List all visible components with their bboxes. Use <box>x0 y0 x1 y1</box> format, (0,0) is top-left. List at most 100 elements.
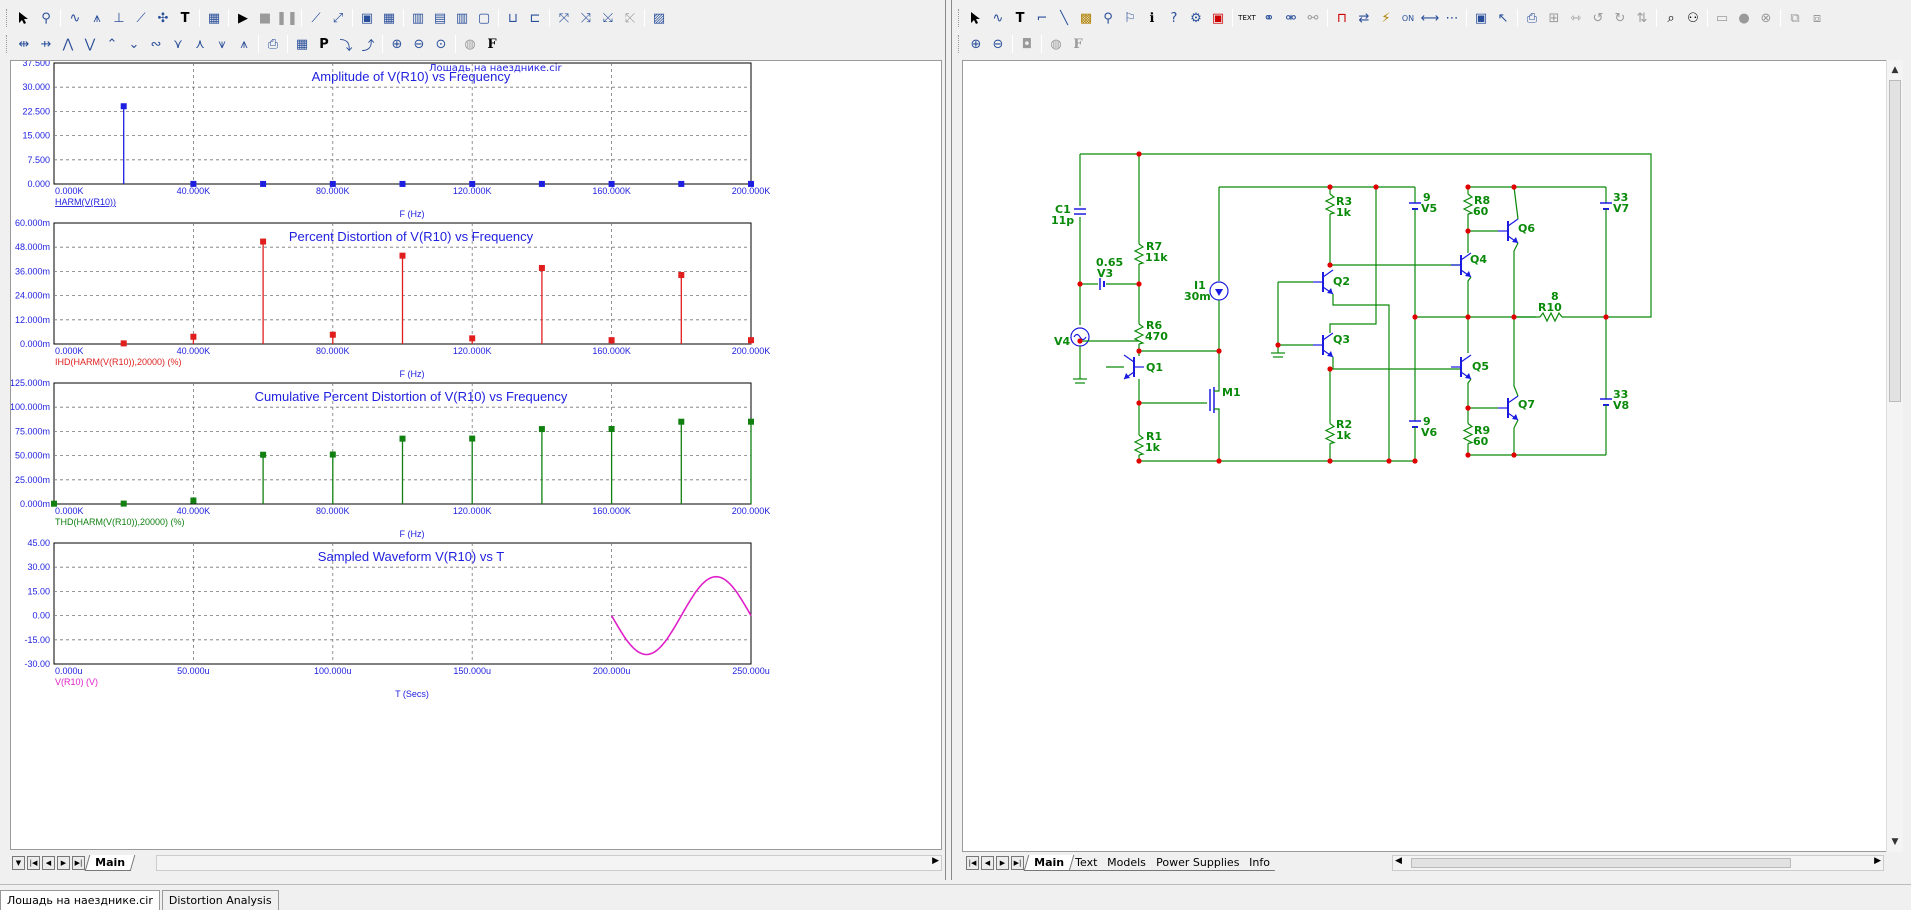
print-icon[interactable]: ⎙ <box>1526 10 1538 26</box>
scroll-left-icon[interactable]: ◀ <box>1395 856 1402 866</box>
flag-icon[interactable]: ⚐ <box>1124 10 1136 26</box>
prev-page-icon[interactable]: ◀ <box>981 856 994 870</box>
cascade-icon[interactable]: ▢ <box>477 10 491 26</box>
models-icon[interactable]: ⚙ <box>1190 10 1202 26</box>
warning-icon[interactable]: ● <box>1738 10 1750 26</box>
print-icon[interactable]: ⎙ <box>267 36 279 52</box>
line-curve-icon[interactable]: ∿ <box>69 10 81 26</box>
swap-icon[interactable]: ⇄ <box>1358 10 1370 26</box>
bottom-icon[interactable]: ⩚ <box>240 36 248 52</box>
grid-icon[interactable]: ▦ <box>382 10 396 26</box>
axis-icon[interactable]: ⊔ <box>507 10 519 26</box>
help-icon[interactable]: ? <box>1170 10 1178 26</box>
slope-icon[interactable]: ⟋ <box>136 10 146 26</box>
component-icon[interactable]: ⚲ <box>1103 10 1113 26</box>
table-icon[interactable]: ▦ <box>295 36 309 52</box>
camera-icon[interactable]: ◘ <box>1021 36 1033 52</box>
tile-horizontal-icon[interactable]: ▤ <box>433 10 447 26</box>
doc-tab-distortion-analysis[interactable]: Distortion Analysis <box>161 890 279 910</box>
grid-dots-icon[interactable]: ⋯ <box>1445 10 1459 26</box>
tab-main[interactable]: Main <box>84 855 136 871</box>
format-icon[interactable]: F <box>1073 36 1083 52</box>
tab-info[interactable]: Info <box>1240 855 1280 871</box>
cursor-3-icon[interactable]: ⤩ <box>602 10 614 26</box>
rescale-icon[interactable]: ⤢ <box>332 10 344 26</box>
diagonal-wire-icon[interactable]: ╲ <box>1060 10 1068 26</box>
low-icon[interactable]: ⌄ <box>128 36 140 52</box>
fourier-icon[interactable]: ⩚ <box>93 10 101 26</box>
step-2-icon[interactable]: ⧈ <box>1812 10 1822 26</box>
text-toggle-icon[interactable]: TEXT <box>1238 14 1256 22</box>
rotate-right-icon[interactable]: ↻ <box>1614 10 1626 26</box>
high-icon[interactable]: ⌃ <box>106 36 118 52</box>
cursor-icon[interactable]: ⤧ <box>558 10 570 26</box>
analysis-hscroll[interactable]: ▶ <box>156 855 942 871</box>
zoom-fit-icon[interactable]: ⊙ <box>435 36 447 52</box>
cursor-left-icon[interactable]: ⇹ <box>18 36 30 52</box>
horizontal-tag-icon[interactable]: ⤵ <box>339 38 353 54</box>
toolbar-grip[interactable] <box>6 35 9 53</box>
plot-window-icon[interactable]: ▣ <box>360 10 374 26</box>
wire-icon[interactable]: ∿ <box>992 10 1004 26</box>
tile-vertical-icon[interactable]: ▥ <box>455 10 469 26</box>
schematic-hscroll[interactable]: ◀ ▶ <box>1392 855 1884 871</box>
rotate-left-icon[interactable]: ↺ <box>1592 10 1604 26</box>
error-icon[interactable]: ⊗ <box>1760 10 1772 26</box>
run-icon[interactable]: ▶ <box>238 10 248 26</box>
zoom-out-icon[interactable]: ⊖ <box>992 36 1004 52</box>
global-high-icon[interactable]: ⋎ <box>173 36 183 52</box>
animate-icon[interactable]: ◍ <box>464 36 476 52</box>
node-number-icon[interactable]: ⚯ <box>1307 10 1319 26</box>
valley-icon[interactable]: ⋁ <box>84 36 96 52</box>
tab-power-supplies[interactable]: Power Supplies <box>1146 855 1249 871</box>
scroll-right-icon[interactable]: ▶ <box>932 856 939 866</box>
flip-icon[interactable]: ⇅ <box>1636 10 1648 26</box>
animate-icon[interactable]: ◍ <box>1050 36 1062 52</box>
select-mode-icon[interactable] <box>13 7 35 29</box>
binoculars-icon[interactable]: ⚇ <box>1687 10 1699 26</box>
inflection-icon[interactable]: ∾ <box>150 36 162 52</box>
scale-icon[interactable]: ⟋ <box>311 10 321 26</box>
doc-tab-circuit[interactable]: Лошадь на наезднике.cir <box>0 890 160 910</box>
pause-icon[interactable]: ❚❚ <box>276 10 298 26</box>
scroll-up-icon[interactable]: ▲ <box>1891 65 1899 75</box>
peak-icon[interactable]: ⊥ <box>113 10 125 26</box>
on-toggle-icon[interactable]: ON <box>1401 13 1415 23</box>
point-tag-icon[interactable]: P <box>319 36 329 52</box>
window-icon[interactable]: ▣ <box>1474 10 1488 26</box>
last-page-icon[interactable]: ▶| <box>1011 856 1024 870</box>
step-icon[interactable]: ⧉ <box>1790 10 1800 26</box>
cursor-4-icon[interactable]: ⤪ <box>624 10 636 26</box>
scroll-thumb[interactable] <box>1411 858 1791 868</box>
pin-connect-icon[interactable]: ⚮ <box>1285 10 1297 26</box>
prev-page-icon[interactable]: ◀ <box>42 856 55 870</box>
find-icon[interactable]: ⌕ <box>1667 10 1675 26</box>
probe-icon[interactable]: ⚡ <box>1381 10 1391 26</box>
peak-up-icon[interactable]: ⋀ <box>62 36 74 52</box>
align-icon[interactable]: ⊞ <box>1548 10 1560 26</box>
attribute-icon[interactable]: ⊓ <box>1336 10 1348 26</box>
zoom-in-icon[interactable]: ⊕ <box>970 36 982 52</box>
select-mode-icon[interactable] <box>965 7 987 29</box>
text-icon[interactable]: T <box>1015 10 1025 26</box>
format-icon[interactable]: F <box>487 36 497 52</box>
zoom-out-icon[interactable]: ⊖ <box>413 36 425 52</box>
toolbar-grip[interactable] <box>958 35 961 53</box>
cursor-right-icon[interactable]: ⇸ <box>40 36 52 52</box>
grid-toggle-icon[interactable]: ⚭ <box>1263 10 1275 26</box>
toolbar-grip[interactable] <box>6 9 9 27</box>
text-icon[interactable]: T <box>180 10 190 26</box>
zoom-in-icon[interactable]: ⊕ <box>391 36 403 52</box>
schematic-vscroll[interactable]: ▲ ▼ <box>1886 60 1903 852</box>
pointer-icon[interactable]: ↖ <box>1497 10 1509 26</box>
last-page-icon[interactable]: ▶| <box>72 856 85 870</box>
first-page-icon[interactable]: |◀ <box>27 856 40 870</box>
orthogonal-wire-icon[interactable]: ⌐ <box>1036 10 1048 26</box>
vertical-tag-icon[interactable]: ⤴ <box>361 38 375 54</box>
next-page-icon[interactable]: ▶ <box>996 856 1009 870</box>
comment-icon[interactable]: ▭ <box>1715 10 1729 26</box>
global-low-icon[interactable]: ⋏ <box>195 36 205 52</box>
properties-icon[interactable]: ▦ <box>207 10 221 26</box>
pin-icon[interactable]: ⟷ <box>1420 10 1440 26</box>
